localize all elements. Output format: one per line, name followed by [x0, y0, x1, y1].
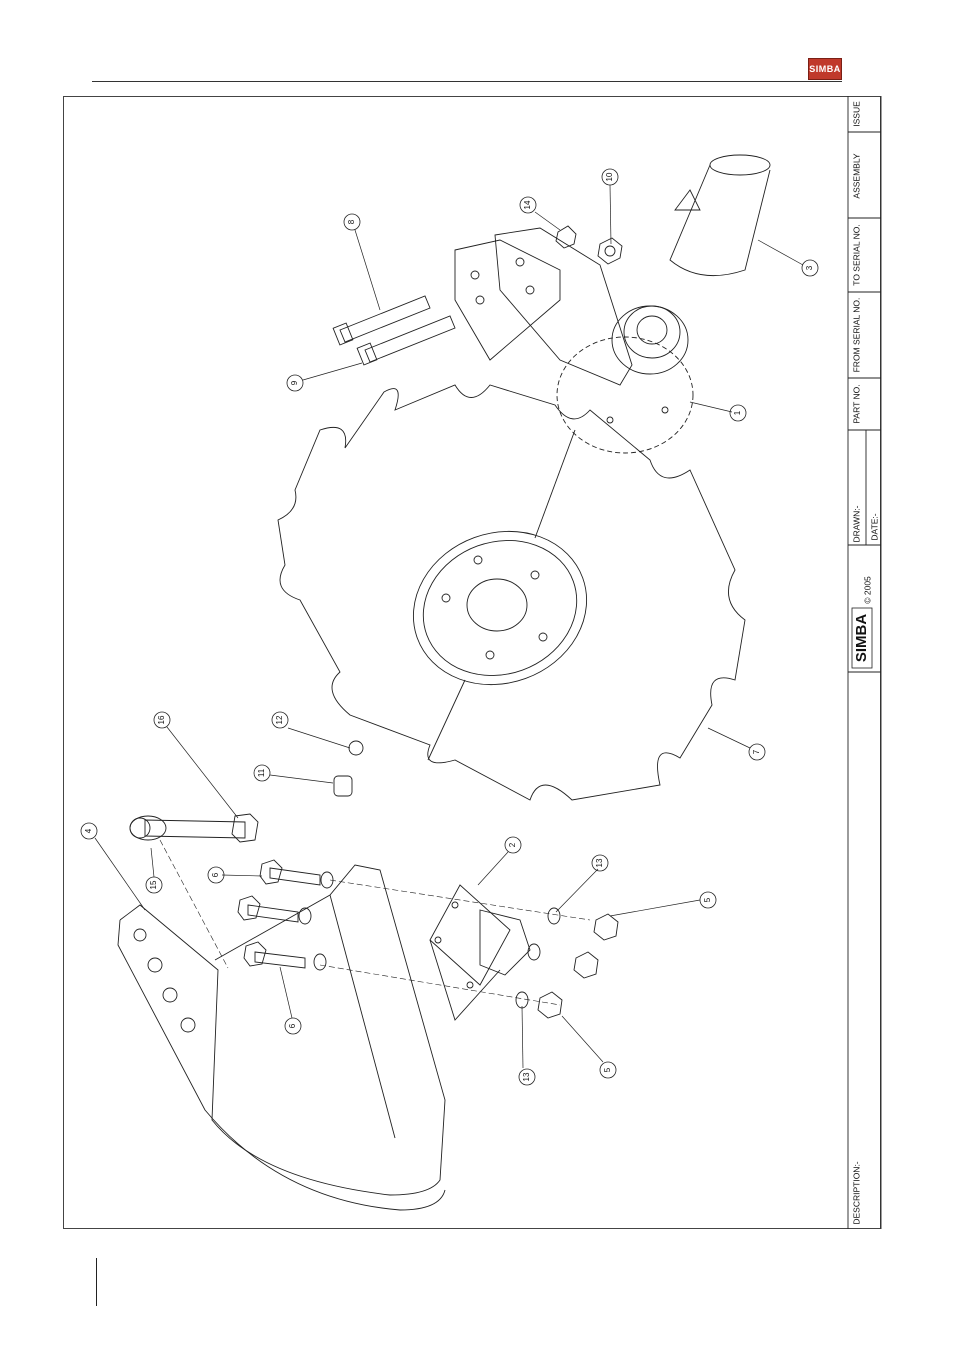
assembly-label: ASSEMBLY — [851, 153, 861, 199]
from-serial-label: FROM SERIAL NO. — [851, 298, 861, 373]
balloon-6: 6 — [211, 872, 220, 877]
balloon-16: 16 — [157, 715, 166, 724]
balloon-3: 3 — [805, 265, 814, 270]
balloon-5: 5 — [703, 897, 712, 902]
balloon-10: 10 — [605, 172, 614, 181]
date-label: DATE:- — [869, 513, 879, 540]
to-serial-label: TO SERIAL NO. — [851, 224, 861, 285]
balloon-13: 13 — [522, 1072, 531, 1081]
bolts-6 — [238, 860, 333, 970]
leader-lines — [95, 185, 803, 1068]
part-no-label: PART NO. — [851, 384, 861, 423]
drawn-label: DRAWN:- — [851, 505, 861, 542]
balloon-9: 9 — [290, 380, 299, 385]
balloon-6: 6 — [288, 1023, 297, 1028]
center-lines — [160, 840, 590, 1005]
title-block-logo: SIMBA — [852, 608, 872, 668]
bolts-8-9 — [333, 296, 455, 365]
description-label: DESCRIPTION:- — [851, 1161, 861, 1224]
balloon-12: 12 — [275, 715, 284, 724]
balloon-7: 7 — [752, 749, 761, 754]
balloon-15: 15 — [149, 880, 158, 889]
balloon-11: 11 — [257, 768, 266, 777]
scalloped-disc — [278, 385, 745, 800]
balloon-2: 2 — [508, 842, 517, 847]
items-11-12 — [334, 741, 363, 796]
balloon-4: 4 — [84, 828, 93, 833]
nuts-washers — [516, 908, 618, 1018]
balloon-13: 13 — [595, 858, 604, 867]
spring-tine — [118, 865, 445, 1210]
sleeve — [670, 155, 770, 276]
balloon-14: 14 — [523, 200, 532, 209]
mounting-plate — [430, 885, 530, 1020]
title-block-brand: SIMBA — [853, 614, 870, 663]
balloon-1: 1 — [733, 410, 742, 415]
bolt-16-washer-15 — [130, 814, 258, 842]
copyright-label: © 2005 — [862, 576, 872, 604]
balloon-8: 8 — [347, 219, 356, 224]
issue-label: ISSUE — [851, 101, 861, 127]
balloon-5: 5 — [603, 1067, 612, 1072]
